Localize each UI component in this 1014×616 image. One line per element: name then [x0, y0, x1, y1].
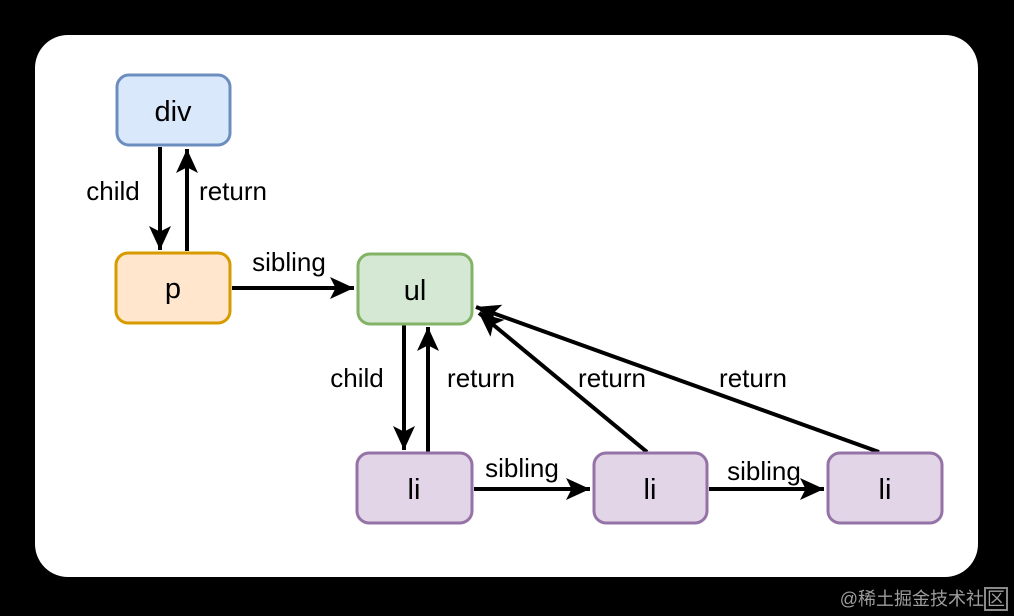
diagram-panel [35, 35, 978, 577]
edge-label-return: return [199, 176, 267, 206]
node-li-1: li [355, 451, 474, 525]
edge-label-child: child [86, 176, 139, 206]
watermark-last-char: 区 [984, 587, 1008, 612]
edge-label-child: child [330, 363, 383, 393]
watermark: @稀土掘金技术社区 [839, 587, 1008, 612]
node-div-label: div [154, 96, 192, 128]
edge-return-li2-to-ul [477, 311, 649, 454]
node-div: div [115, 73, 232, 147]
node-p: p [114, 251, 232, 325]
node-li-2-label: li [644, 474, 657, 506]
node-li-1-label: li [408, 474, 421, 506]
edge-return-li3-to-ul [475, 304, 880, 454]
edge-label-return: return [578, 363, 646, 393]
watermark-text: @稀土掘金技术社 [839, 589, 984, 610]
edge-label-sibling: sibling [485, 453, 559, 483]
node-ul-label: ul [404, 275, 427, 307]
node-p-box [114, 251, 232, 325]
node-div-box [115, 73, 232, 147]
node-li-2: li [592, 451, 709, 525]
node-li-2-box [592, 451, 709, 525]
node-ul-box [356, 252, 474, 326]
node-li-3: li [826, 451, 944, 525]
node-p-label: p [165, 273, 181, 305]
node-li-3-label: li [879, 474, 892, 506]
edge-label-sibling: sibling [727, 456, 801, 486]
edge-label-sibling: sibling [252, 247, 326, 277]
edge-label-return: return [719, 363, 787, 393]
edge-label-return: return [447, 363, 515, 393]
node-li-3-box [826, 451, 944, 525]
node-ul: ul [356, 252, 474, 326]
node-li-1-box [355, 451, 474, 525]
